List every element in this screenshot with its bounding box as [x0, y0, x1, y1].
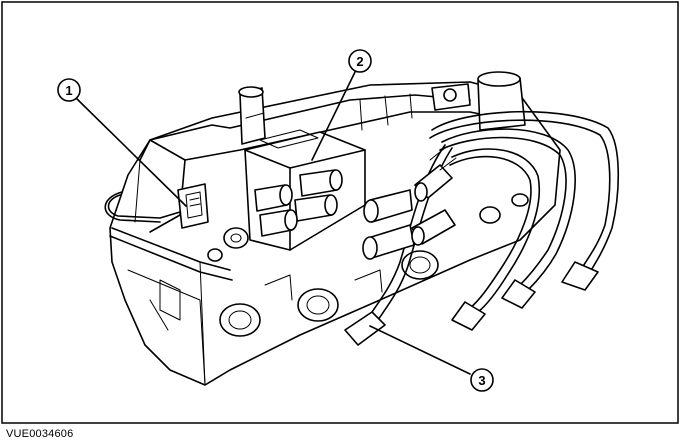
callout-leaders — [75, 69, 471, 375]
cylinder-head — [109, 81, 561, 386]
callout-3: 3 — [470, 368, 494, 392]
oil-filler-cap — [431, 71, 526, 131]
reference-code: VUE0034606 — [6, 428, 74, 440]
callout-1-label: 1 — [65, 83, 72, 98]
camshaft-sensor-connector — [104, 183, 209, 229]
ignition-coil-pack — [244, 129, 366, 251]
breather-pipe — [238, 86, 266, 145]
callout-2-label: 2 — [356, 54, 363, 69]
figure-border — [1, 1, 679, 424]
callout-1: 1 — [57, 78, 81, 102]
callout-3-label: 3 — [478, 373, 485, 388]
callout-2: 2 — [348, 49, 372, 73]
spark-plug-leads — [344, 110, 620, 346]
